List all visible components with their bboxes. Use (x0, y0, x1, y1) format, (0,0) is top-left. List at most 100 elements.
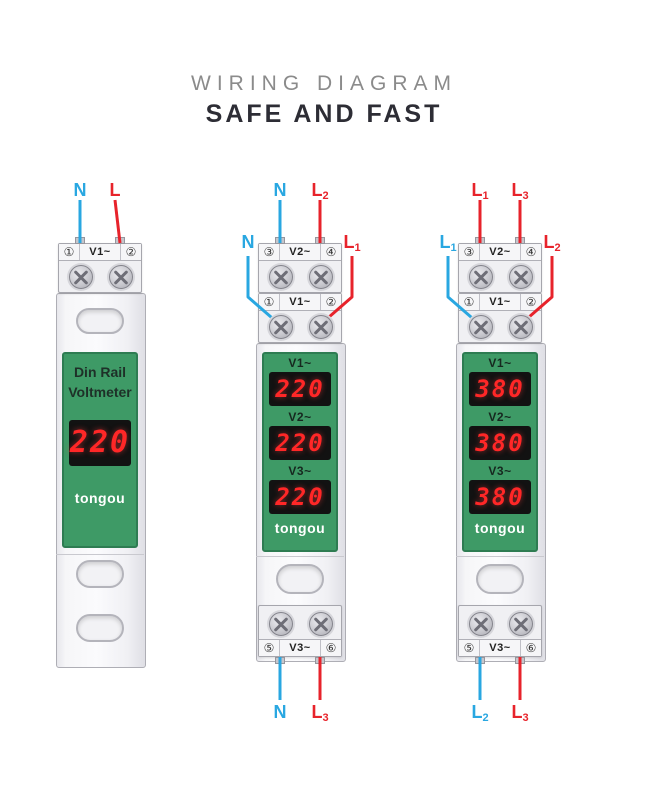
voltage-display: 220 (69, 420, 131, 466)
channel-label: V1~ (488, 356, 512, 370)
wire-exit-nub (475, 657, 485, 664)
terminal-row: ① V1~ ② (459, 294, 541, 311)
voltmeter-screen: V1~ 220 V2~ 220 V3~ 220 tongou (262, 352, 338, 552)
terminal-row: ⑤ V3~ ⑥ (259, 639, 341, 656)
terminal-number: ① (463, 295, 475, 309)
terminal-number: ① (63, 245, 75, 259)
terminal-number: ② (325, 295, 337, 309)
terminal-screw (469, 315, 493, 339)
wire-label-l: L (109, 180, 121, 200)
body-seam (56, 554, 144, 555)
terminal-block-v1: ① V1~ ② (58, 243, 142, 293)
mount-slot (76, 560, 124, 588)
voltage-display: 380 (469, 372, 531, 406)
mount-slot (76, 308, 124, 334)
terminal-label: V2~ (279, 244, 321, 260)
channel-label: V3~ (488, 464, 512, 478)
terminal-block-v1: ① V1~ ② (458, 293, 542, 343)
terminal-label: V2~ (479, 244, 521, 260)
screen-heading-line2: Voltmeter (68, 384, 132, 400)
terminal-screw (509, 265, 533, 289)
brand-logo: tongou (74, 490, 126, 506)
terminal-screw (109, 265, 133, 289)
wire-entry-nub (115, 237, 125, 244)
device-single-voltmeter: N L ① V1~ ② Din Rail Voltmeter 220 tongo… (56, 180, 146, 668)
terminal-label: V3~ (479, 640, 521, 656)
terminal-label: V1~ (79, 244, 121, 260)
body-seam (256, 556, 344, 557)
terminal-screw (469, 612, 493, 636)
terminal-screw (509, 612, 533, 636)
terminal-number: ② (125, 245, 137, 259)
wire-entry-nub (315, 237, 325, 244)
brand-logo: tongou (474, 520, 526, 536)
wire-entry-nub (275, 237, 285, 244)
voltage-display: 380 (469, 480, 531, 514)
terminal-number: ⑥ (325, 641, 337, 655)
wire-entry-nub (515, 237, 525, 244)
terminal-screw (309, 265, 333, 289)
terminal-row: ① V1~ ② (59, 244, 141, 261)
wire-exit-nub (515, 657, 525, 664)
voltage-display: 220 (269, 372, 331, 406)
body-seam (456, 556, 544, 557)
device-three-phase-380: L1 L3 L1 L2 ③ V2~ ④ ① V1~ ② V1~ (439, 180, 560, 725)
terminal-number: ⑤ (263, 641, 275, 655)
terminal-block-v1: ① V1~ ② (258, 293, 342, 343)
terminal-screw (309, 315, 333, 339)
channel-label: V2~ (488, 410, 512, 424)
terminal-screw (309, 612, 333, 636)
mount-slot (276, 564, 324, 594)
wire-label-l3-top: L3 (511, 180, 529, 202)
terminal-number: ④ (525, 245, 537, 259)
terminal-screw (269, 315, 293, 339)
wire-label-l3-bottom: L3 (511, 702, 529, 724)
terminal-block-v3: ⑤ V3~ ⑥ (258, 605, 342, 657)
wire-label-n-side: N (241, 232, 255, 252)
terminal-number: ③ (263, 245, 275, 259)
wire-label-n: N (73, 180, 87, 200)
terminal-screw (69, 265, 93, 289)
channel-label: V2~ (288, 410, 312, 424)
wire-label-n-top: N (273, 180, 287, 200)
terminal-screw (269, 265, 293, 289)
terminal-label: V1~ (279, 294, 321, 310)
terminal-number: ③ (463, 245, 475, 259)
terminal-screw (509, 315, 533, 339)
voltmeter-screen: V1~ 380 V2~ 380 V3~ 380 tongou (462, 352, 538, 552)
mount-slot (76, 614, 124, 642)
voltmeter-screen: Din Rail Voltmeter 220 tongou (62, 352, 138, 548)
terminal-number: ② (525, 295, 537, 309)
device-three-phase-220: N L2 N L1 ③ V2~ ④ ① V1~ ② V1~ (242, 180, 361, 725)
terminal-number: ④ (325, 245, 337, 259)
terminal-block-v3: ⑤ V3~ ⑥ (458, 605, 542, 657)
voltage-display: 380 (469, 426, 531, 460)
wire-label-l2-side: L2 (543, 232, 561, 254)
wire-label-l1-side: L1 (439, 232, 457, 254)
terminal-number: ① (263, 295, 275, 309)
wire-entry-nub (75, 237, 85, 244)
channel-label: V1~ (288, 356, 312, 370)
terminal-row: ③ V2~ ④ (259, 244, 341, 261)
wire-label-n-bottom: N (273, 702, 287, 722)
wire-label-l1-top: L1 (471, 180, 489, 202)
brand-logo: tongou (274, 520, 326, 536)
terminal-block-v2: ③ V2~ ④ (258, 243, 342, 293)
poster-subtitle: WIRING DIAGRAM (191, 72, 457, 95)
poster-title: SAFE AND FAST (205, 100, 443, 128)
terminal-row: ③ V2~ ④ (459, 244, 541, 261)
terminal-label: V1~ (479, 294, 521, 310)
wire-label-l2-top: L2 (311, 180, 329, 202)
wire-label-l1-side: L1 (343, 232, 361, 254)
mount-slot (476, 564, 524, 594)
terminal-number: ⑥ (525, 641, 537, 655)
wire-exit-nub (315, 657, 325, 664)
wire-entry-nub (475, 237, 485, 244)
terminal-row: ⑤ V3~ ⑥ (459, 639, 541, 656)
voltage-display: 220 (269, 480, 331, 514)
terminal-screw (469, 265, 493, 289)
terminal-row: ① V1~ ② (259, 294, 341, 311)
terminal-screw (269, 612, 293, 636)
terminal-number: ⑤ (463, 641, 475, 655)
